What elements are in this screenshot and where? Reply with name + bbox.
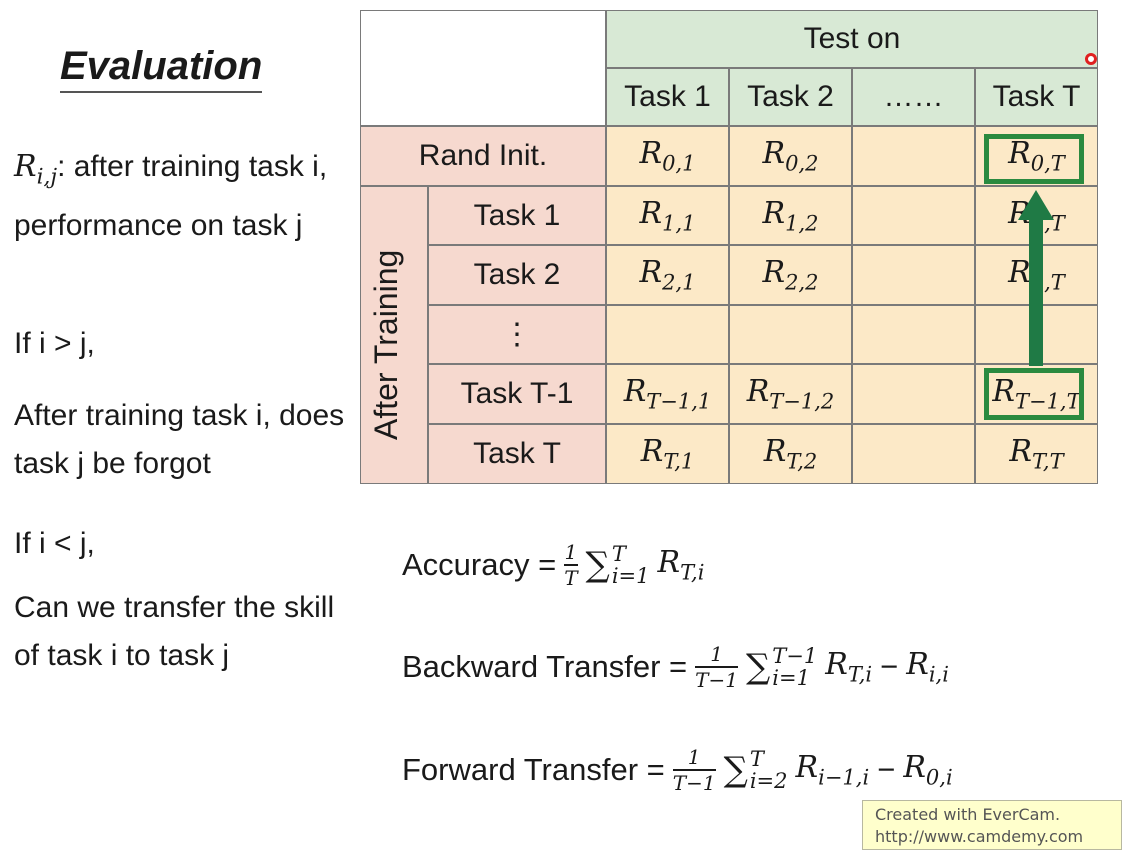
- table-cell: R0,1: [606, 126, 729, 186]
- sum-symbol: ∑: [585, 545, 610, 585]
- col-task-1: Task 1: [606, 68, 729, 126]
- forward-label: Forward Transfer =: [402, 752, 665, 787]
- table-cell: RT,2: [729, 424, 852, 484]
- laser-pointer-icon: [1085, 53, 1097, 65]
- table-cell: [852, 186, 975, 245]
- table-cell: RT,1: [606, 424, 729, 484]
- backward-label: Backward Transfer =: [402, 649, 688, 684]
- r-ij-symbol: Ri,j: [14, 149, 58, 190]
- minus-sign: −: [877, 752, 896, 787]
- slide-title: Evaluation: [60, 44, 263, 93]
- up-arrow-icon: [1018, 190, 1054, 366]
- corner-cell: [360, 10, 606, 126]
- evaluation-table: Test on Task 1 Task 2 …… Task T Rand Ini…: [360, 10, 1098, 484]
- table-cell: R1,2: [729, 186, 852, 245]
- sum-symbol: ∑: [745, 647, 771, 687]
- table-cell: [852, 364, 975, 424]
- row-label-task-2: Task 2: [428, 245, 606, 305]
- accuracy-term: RT,i: [657, 545, 705, 585]
- table-cell: R2,1: [606, 245, 729, 305]
- evercam-watermark: Created with EverCam. http://www.camdemy…: [862, 800, 1122, 850]
- accuracy-label: Accuracy =: [402, 547, 557, 582]
- watermark-line-1: Created with EverCam.: [875, 805, 1061, 824]
- row-label-task-t: Task T: [428, 424, 606, 484]
- forward-term: Ri−1,i: [795, 750, 870, 790]
- if-less: If i < j,: [14, 527, 95, 560]
- backward-term2: Ri,i: [906, 647, 949, 687]
- if-less-text: Can we transfer the skill of task i to t…: [14, 591, 335, 672]
- col-ellipsis: ……: [852, 68, 975, 126]
- row-label-dots: ⋮: [428, 305, 606, 364]
- watermark-line-2: http://www.camdemy.com: [875, 827, 1084, 846]
- table-cell: R1,1: [606, 186, 729, 245]
- if-greater: If i > j,: [14, 327, 95, 360]
- highlight-rt1t: [984, 368, 1084, 420]
- table-cell: [852, 424, 975, 484]
- after-training-group: [360, 186, 428, 484]
- forward-term2: R0,i: [903, 750, 953, 790]
- after-training-label: After Training: [368, 249, 404, 440]
- table-cell: [852, 305, 975, 364]
- table-cell: [852, 245, 975, 305]
- table-cell: R2,2: [729, 245, 852, 305]
- col-task-t: Task T: [975, 68, 1098, 126]
- table-cell: [852, 126, 975, 186]
- row-label-rand-init: Rand Init.: [360, 126, 606, 186]
- test-on-header: Test on: [606, 10, 1098, 68]
- table-cell: [606, 305, 729, 364]
- row-label-task-t-1: Task T-1: [428, 364, 606, 424]
- table-cell: R0,2: [729, 126, 852, 186]
- definition-text: Ri,j: after training task i, performance…: [14, 143, 344, 250]
- table-cell: RT,T: [975, 424, 1098, 484]
- minus-sign: −: [880, 649, 899, 684]
- table-cell: RT−1,1: [606, 364, 729, 424]
- col-task-2: Task 2: [729, 68, 852, 126]
- table-cell: RT−1,2: [729, 364, 852, 424]
- table-cell: [729, 305, 852, 364]
- sum-symbol: ∑: [723, 750, 748, 790]
- backward-term: RT,i: [825, 647, 873, 687]
- row-label-task-1: Task 1: [428, 186, 606, 245]
- definition-desc: : after training task i, performance on …: [14, 150, 328, 242]
- highlight-r0t: [984, 134, 1084, 184]
- if-greater-text: After training task i, does task j be fo…: [14, 399, 345, 480]
